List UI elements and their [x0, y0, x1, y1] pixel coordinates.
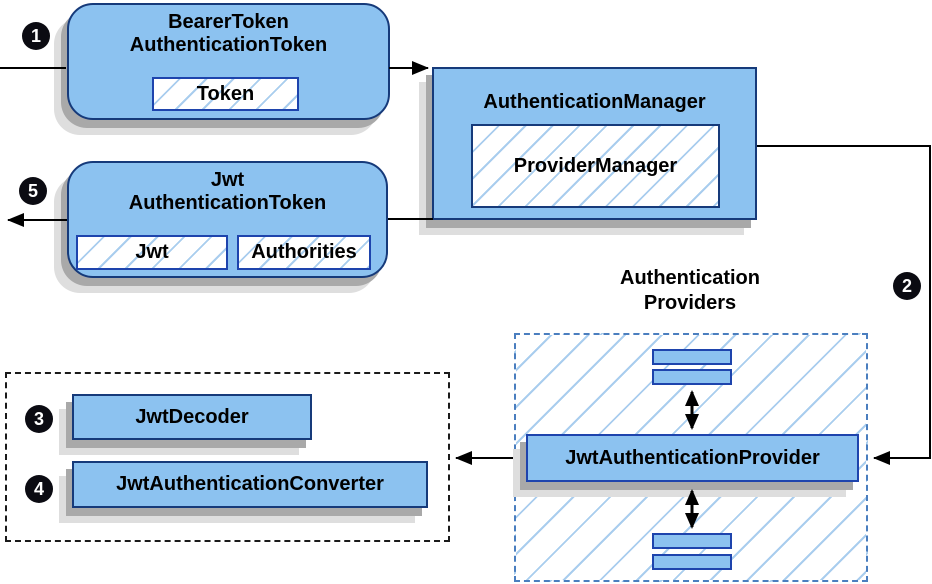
provider-stack-bar-bottom-1 — [652, 533, 732, 549]
jwt-authentication-provider-box: JwtAuthenticationProvider — [526, 434, 859, 482]
provider-stack-bar-bottom-2 — [652, 554, 732, 570]
step-badge-5-number: 5 — [27, 181, 38, 201]
step-badge-3-number: 3 — [33, 409, 44, 429]
bearer-token-title-line1: BearerToken — [168, 11, 289, 33]
step-badge-1: 1 — [22, 22, 50, 50]
jwt-authentication-converter-box: JwtAuthenticationConverter — [72, 461, 428, 508]
provider-stack-bar-top-1 — [652, 349, 732, 365]
authentication-providers-caption: Authentication Providers — [570, 266, 810, 316]
token-chip-label: Token — [196, 82, 255, 105]
bearer-token-title-line2: AuthenticationToken — [129, 34, 328, 56]
jwt-chip-label: Jwt — [135, 241, 169, 263]
jwt-token-title-line2: AuthenticationToken — [128, 192, 327, 214]
jwt-decoder-label: JwtDecoder — [135, 405, 249, 428]
authorities-chip: Authorities — [237, 235, 371, 270]
step-badge-3: 3 — [25, 405, 53, 433]
jwt-decoder-box: JwtDecoder — [72, 394, 312, 440]
authentication-manager-label: AuthenticationManager — [483, 91, 706, 113]
jwt-token-title-line1: Jwt — [210, 169, 245, 191]
step-badge-2: 2 — [893, 272, 921, 300]
token-chip: Token — [152, 77, 299, 111]
authentication-providers-caption-line2: Providers — [643, 292, 737, 314]
authentication-providers-caption-line1: Authentication — [620, 267, 760, 289]
step-badge-4-number: 4 — [33, 479, 44, 499]
authorities-chip-label: Authorities — [251, 241, 357, 263]
step-badge-1-number: 1 — [30, 26, 41, 46]
provider-manager-chip-label: ProviderManager — [513, 154, 678, 177]
step-badge-5: 5 — [19, 177, 47, 205]
jwt-chip: Jwt — [76, 235, 228, 270]
provider-manager-chip: ProviderManager — [471, 124, 720, 208]
jwt-authentication-converter-label: JwtAuthenticationConverter — [116, 473, 384, 495]
step-badge-2-number: 2 — [901, 276, 912, 296]
provider-stack-bar-top-2 — [652, 369, 732, 385]
step-badge-4: 4 — [25, 475, 53, 503]
jwt-authentication-provider-label: JwtAuthenticationProvider — [565, 446, 820, 469]
